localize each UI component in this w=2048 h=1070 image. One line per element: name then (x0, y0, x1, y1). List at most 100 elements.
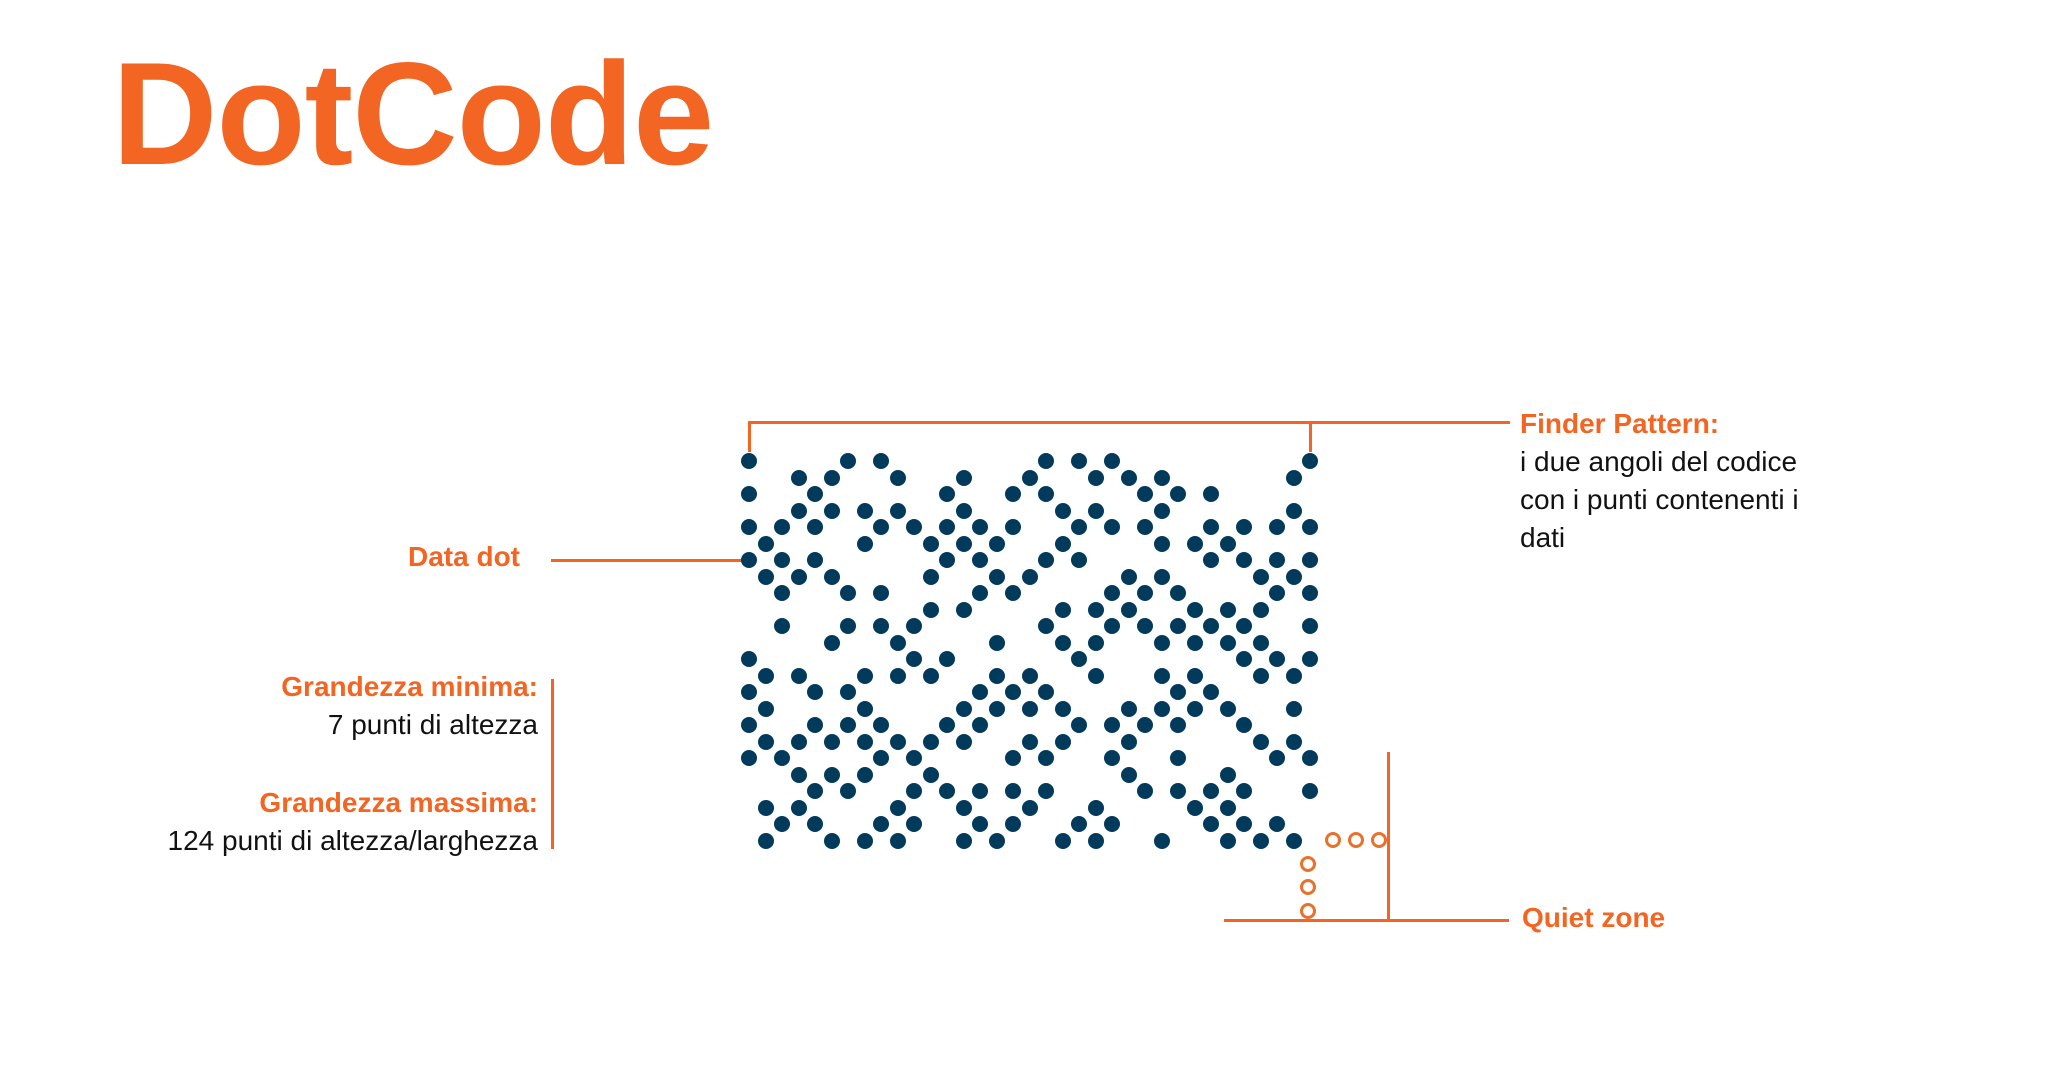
data-dot (1186, 667, 1203, 684)
data-dot (1302, 585, 1318, 601)
data-dot (906, 618, 922, 634)
data-dot (1269, 552, 1285, 568)
data-dot (922, 766, 939, 783)
min-size-title: Grandezza minima: (281, 671, 538, 702)
page-title: DotCode (112, 32, 714, 195)
data-dot (972, 783, 988, 799)
data-dot (955, 535, 972, 552)
data-dot (1104, 750, 1120, 766)
data-dot (1302, 750, 1318, 766)
data-dot (1021, 667, 1038, 684)
data-dot (1038, 750, 1054, 766)
quiet-zone-horizontal-line (1224, 919, 1509, 922)
data-dot (774, 519, 790, 535)
data-dot (1236, 717, 1252, 733)
data-dot (741, 453, 757, 469)
finder-pattern-annotation: Finder Pattern: i due angoli del codice … (1520, 405, 1799, 557)
data-dot (856, 766, 873, 783)
data-dot (774, 552, 790, 568)
data-dot (1285, 700, 1302, 717)
data-dot (873, 519, 889, 535)
data-dot (807, 684, 823, 700)
data-dot (741, 519, 757, 535)
data-dot (840, 717, 856, 733)
finder-pattern-desc-line-1: i due angoli del codice (1520, 446, 1798, 477)
data-dot (1054, 832, 1071, 849)
data-dot (1203, 552, 1219, 568)
data-dot (955, 733, 972, 750)
data-dot (955, 700, 972, 717)
data-dot (1120, 766, 1137, 783)
data-dot (790, 667, 807, 684)
data-dot (823, 568, 840, 585)
data-dot (873, 453, 889, 469)
data-dot (1120, 469, 1137, 486)
data-dot (988, 832, 1005, 849)
data-dot (1054, 634, 1071, 651)
data-dot (790, 502, 807, 519)
data-dot (889, 634, 906, 651)
data-dot (1038, 453, 1054, 469)
data-dot (774, 618, 790, 634)
data-dot (1252, 601, 1269, 618)
data-dot (790, 568, 807, 585)
data-dot (856, 667, 873, 684)
data-dot (889, 832, 906, 849)
data-dot (1170, 684, 1186, 700)
data-dot (939, 486, 955, 502)
data-dot (1104, 585, 1120, 601)
quiet-zone-label: Quiet zone (1522, 902, 1666, 933)
data-dot (1021, 700, 1038, 717)
data-dot (790, 766, 807, 783)
max-size-title: Grandezza massima: (259, 787, 538, 818)
data-dot (972, 816, 988, 832)
data-dot (955, 832, 972, 849)
data-dot (856, 502, 873, 519)
data-dot (741, 552, 757, 568)
data-dot (1021, 799, 1038, 816)
data-dot (972, 519, 988, 535)
data-dot (840, 618, 856, 634)
data-dot (1071, 717, 1087, 733)
data-dot (1252, 832, 1269, 849)
data-dot (757, 733, 774, 750)
data-dot (1186, 799, 1203, 816)
data-dot (741, 717, 757, 733)
data-dot (1269, 750, 1285, 766)
data-dot (1137, 585, 1153, 601)
data-dot (741, 750, 757, 766)
data-dot (873, 618, 889, 634)
data-dot (823, 634, 840, 651)
data-dot (1087, 799, 1104, 816)
data-dot (1170, 783, 1186, 799)
data-dot (922, 568, 939, 585)
data-dot (1153, 667, 1170, 684)
finder-pattern-title: Finder Pattern: (1520, 408, 1720, 439)
data-dot (1038, 783, 1054, 799)
data-dot (1269, 816, 1285, 832)
data-dot (939, 651, 955, 667)
data-dot (1170, 750, 1186, 766)
data-dot (1005, 816, 1021, 832)
data-dot (1170, 486, 1186, 502)
data-dot (1203, 684, 1219, 700)
data-dot (1285, 568, 1302, 585)
data-dot (972, 552, 988, 568)
data-dot (906, 816, 922, 832)
data-dot (1054, 700, 1071, 717)
data-dot (873, 750, 889, 766)
data-dot (1087, 667, 1104, 684)
max-size-text: 124 punti di altezza/larghezza (167, 825, 538, 856)
data-dot (1219, 700, 1236, 717)
data-dot (939, 552, 955, 568)
data-dot (1219, 535, 1236, 552)
data-dot (807, 783, 823, 799)
data-dot (922, 667, 939, 684)
data-dot (1038, 684, 1054, 700)
data-dot (1302, 618, 1318, 634)
data-dot (1153, 469, 1170, 486)
data-dot (1186, 535, 1203, 552)
data-dot (873, 585, 889, 601)
data-dot (1203, 618, 1219, 634)
data-dot (1170, 618, 1186, 634)
